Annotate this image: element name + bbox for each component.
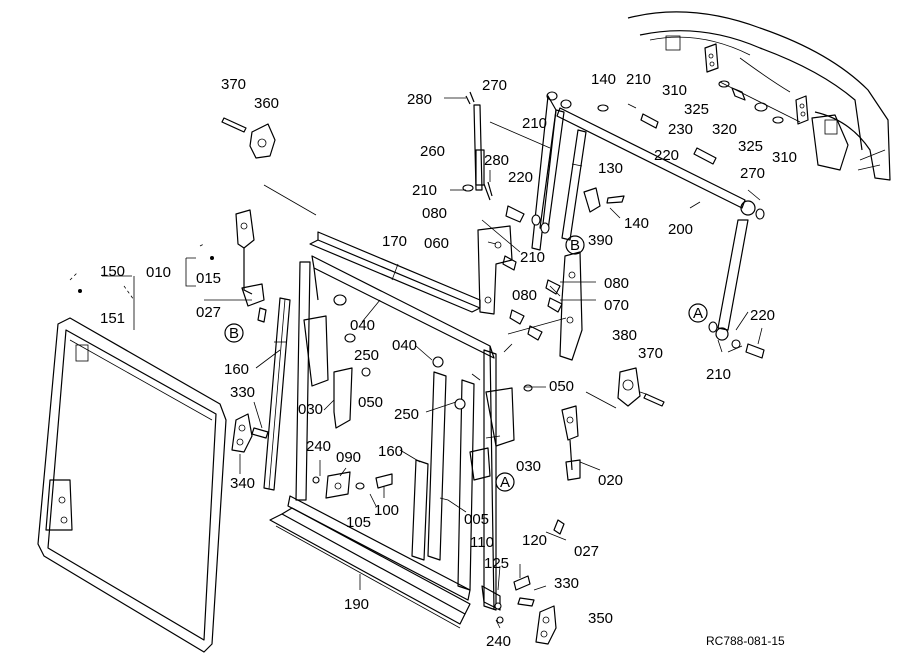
callout-label: 210 bbox=[522, 115, 547, 132]
callout-label: 151 bbox=[100, 310, 125, 327]
reference-marker-b-left: B bbox=[224, 323, 244, 343]
reference-marker-letter: B bbox=[229, 325, 239, 342]
callout-label: 050 bbox=[549, 378, 574, 395]
callout-label: 080 bbox=[512, 287, 537, 304]
bolt-washer-set-320 bbox=[718, 80, 801, 124]
callout-label: 210 bbox=[520, 249, 545, 266]
cab-roof-outline bbox=[627, 11, 891, 181]
clip-027 bbox=[257, 307, 565, 535]
callout-label: 040 bbox=[392, 337, 417, 354]
callout-label: 140 bbox=[591, 71, 616, 88]
callout-label: 160 bbox=[224, 361, 249, 378]
callout-label: 370 bbox=[221, 76, 246, 93]
callout-label: 140 bbox=[624, 215, 649, 232]
callout-label: 090 bbox=[336, 449, 361, 466]
callout-label: 120 bbox=[522, 532, 547, 549]
callout-label: 340 bbox=[230, 475, 255, 492]
callout-label: 150 bbox=[100, 263, 125, 280]
callout-label: 200 bbox=[668, 221, 693, 238]
callout-label: 125 bbox=[484, 555, 509, 572]
callout-label: 350 bbox=[588, 610, 613, 627]
gas-strut-260 bbox=[462, 91, 493, 201]
reference-marker-a-right: A bbox=[688, 303, 708, 323]
callout-label: 060 bbox=[424, 235, 449, 252]
roof-hinge-310-left bbox=[704, 43, 719, 73]
callout-label: 070 bbox=[604, 297, 629, 314]
bracket-070 bbox=[509, 251, 583, 361]
latch-390 bbox=[505, 187, 625, 234]
callout-label: 160 bbox=[378, 443, 403, 460]
callout-label: 330 bbox=[230, 384, 255, 401]
callout-label: 390 bbox=[588, 232, 613, 249]
callout-label: 050 bbox=[358, 394, 383, 411]
callout-label: 270 bbox=[740, 165, 765, 182]
reference-marker-letter: A bbox=[500, 474, 510, 491]
callout-label: 015 bbox=[196, 270, 221, 287]
door-frame bbox=[263, 231, 533, 629]
callout-label: 080 bbox=[604, 275, 629, 292]
callout-label: 360 bbox=[254, 95, 279, 112]
stay-rod-200 bbox=[556, 107, 765, 359]
callout-label: 250 bbox=[354, 347, 379, 364]
callout-label: 040 bbox=[350, 317, 375, 334]
callout-label: 270 bbox=[482, 77, 507, 94]
hinge-380 bbox=[617, 367, 665, 407]
callout-label: 030 bbox=[516, 458, 541, 475]
hinge-340 bbox=[231, 413, 269, 453]
callout-label: 230 bbox=[668, 121, 693, 138]
callout-label: 100 bbox=[374, 502, 399, 519]
callout-label: 130 bbox=[598, 160, 623, 177]
callout-label: 220 bbox=[508, 169, 533, 186]
hinge-360 bbox=[221, 117, 276, 159]
callout-label: 240 bbox=[306, 438, 331, 455]
callout-label: 005 bbox=[464, 511, 489, 528]
callout-label: 110 bbox=[470, 534, 494, 551]
callout-label: 370 bbox=[638, 345, 663, 362]
callout-label: 310 bbox=[772, 149, 797, 166]
door-lock-010 bbox=[199, 209, 265, 307]
callout-label: 030 bbox=[298, 401, 323, 418]
callout-label: 210 bbox=[412, 182, 437, 199]
callout-label: 250 bbox=[394, 406, 419, 423]
callout-label: 027 bbox=[574, 543, 599, 560]
callout-label: 310 bbox=[662, 82, 687, 99]
door-glass-151 bbox=[37, 289, 227, 653]
latch-020 bbox=[561, 405, 581, 481]
reference-marker-a-lower: A bbox=[495, 472, 515, 492]
hinge-350 bbox=[481, 575, 557, 645]
leader-lines bbox=[69, 97, 763, 629]
reference-marker-b-upper: B bbox=[565, 235, 585, 255]
callout-label: 280 bbox=[484, 152, 509, 169]
callout-label: 190 bbox=[344, 596, 369, 613]
callout-label: 260 bbox=[420, 143, 445, 160]
reference-marker-letter: B bbox=[570, 237, 580, 254]
callout-label: 280 bbox=[407, 91, 432, 108]
callout-label: 210 bbox=[706, 366, 731, 383]
callout-label: 320 bbox=[712, 121, 737, 138]
bracket-060 bbox=[477, 225, 517, 315]
callout-label: 325 bbox=[684, 101, 709, 118]
reference-marker-letter: A bbox=[693, 305, 703, 322]
callout-labels: 370 360 280 270 140 210 310 210 325 230 … bbox=[100, 71, 797, 650]
callout-label: 325 bbox=[738, 138, 763, 155]
callout-label: 330 bbox=[554, 575, 579, 592]
callout-label: 380 bbox=[612, 327, 637, 344]
callout-label: 210 bbox=[626, 71, 651, 88]
roof-hinge-310-right bbox=[795, 95, 809, 125]
callout-label: 105 bbox=[346, 514, 371, 531]
callout-label: 220 bbox=[750, 307, 775, 324]
callout-label: 020 bbox=[598, 472, 623, 489]
callout-label: 027 bbox=[196, 304, 221, 321]
drawing-code: RC788-081-15 bbox=[706, 634, 785, 648]
callout-label: 080 bbox=[422, 205, 447, 222]
callout-label: 170 bbox=[382, 233, 407, 250]
callout-label: 220 bbox=[654, 147, 679, 164]
callout-label: 010 bbox=[146, 264, 171, 281]
callout-label: 240 bbox=[486, 633, 511, 650]
